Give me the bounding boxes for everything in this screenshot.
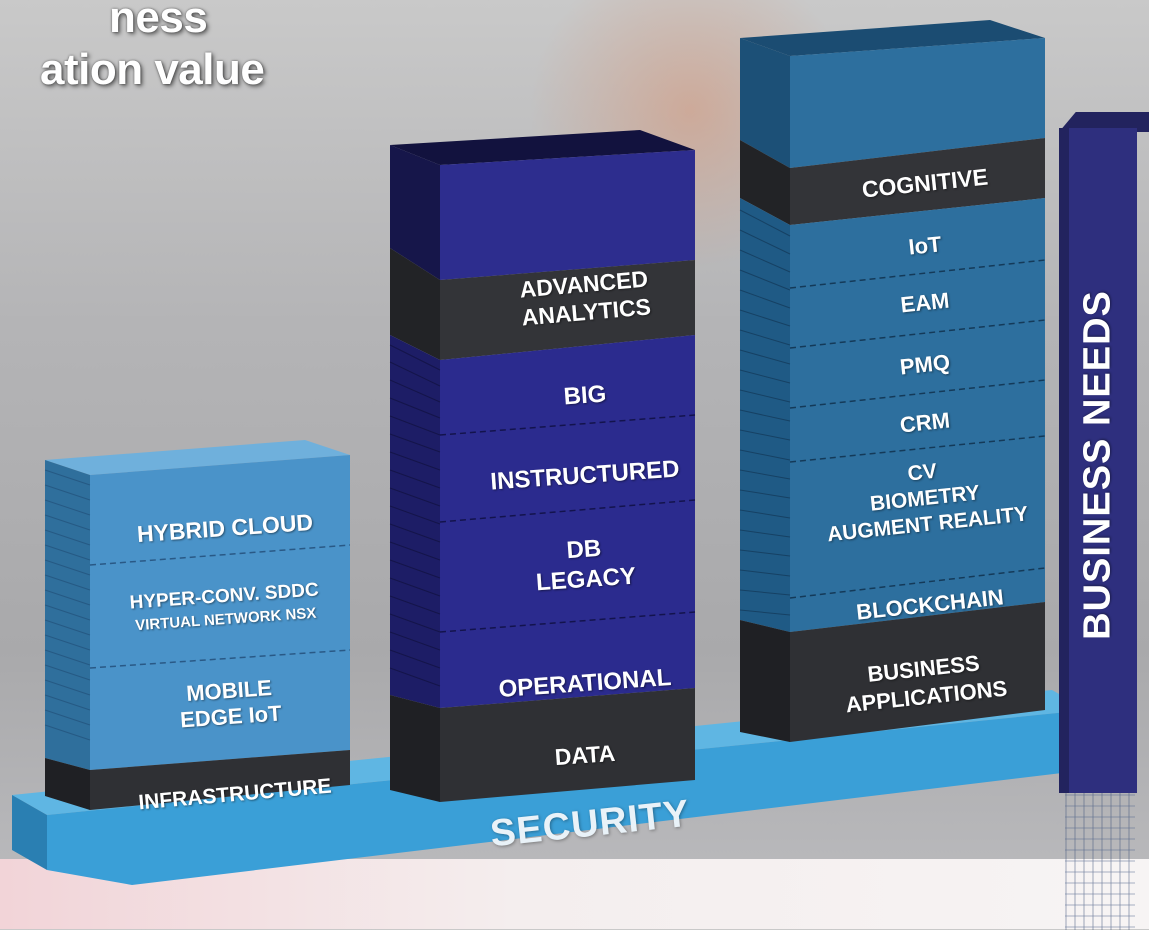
apps-base-side: [740, 620, 790, 742]
business-needs-label: BUSINESS NEEDS: [1076, 290, 1119, 640]
security-platform-front: [47, 710, 1087, 885]
apps-cognitive-side: [740, 140, 790, 225]
data-base-front: [440, 688, 695, 802]
apps-dividers: [789, 259, 1046, 599]
data-stack: [389, 130, 696, 802]
business-applications-stack: [739, 20, 1046, 742]
apps-body-front: [790, 198, 1045, 632]
headline: ness ation value: [40, 0, 265, 96]
data-body-side: [390, 335, 440, 708]
infra-dividers: [89, 544, 351, 669]
data-base-side: [390, 695, 440, 802]
apps-cap-front: [790, 38, 1045, 168]
apps-cognitive-front: [790, 138, 1045, 225]
business-needs-pillar: [1059, 128, 1137, 793]
data-dividers: [439, 414, 696, 633]
headline-line-2: ation value: [40, 45, 265, 94]
infrastructure-stack: [44, 440, 351, 810]
infra-top-face: [45, 440, 350, 475]
infra-base-front: [90, 750, 350, 810]
data-analytics-front: [440, 260, 695, 360]
apps-stripes: [739, 209, 791, 616]
apps-cap-top: [740, 20, 1045, 56]
apps-cap-side: [740, 38, 790, 168]
apps-base-front: [790, 602, 1045, 742]
data-cap-front: [440, 150, 695, 280]
infra-front-face: [90, 455, 350, 770]
headline-line-1: ness: [109, 0, 208, 42]
data-cap-side: [390, 145, 440, 280]
data-body-front: [440, 335, 695, 708]
infra-stripes: [44, 469, 91, 741]
security-platform-side: [12, 795, 47, 870]
data-analytics-side: [390, 248, 440, 360]
apps-body-side: [740, 198, 790, 632]
data-cap-top: [390, 130, 695, 165]
data-stripes: [389, 344, 441, 687]
infra-side-face: [45, 460, 90, 770]
infra-base-side: [45, 758, 90, 810]
